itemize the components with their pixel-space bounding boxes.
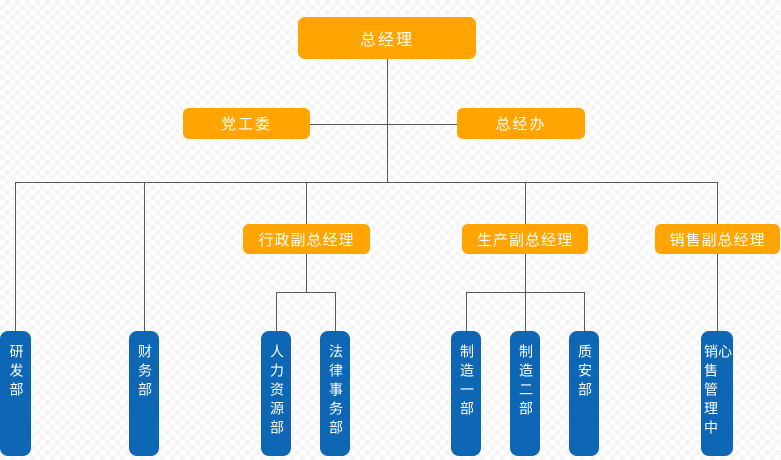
node-sales-vp-label: 销售副总经理 — [669, 230, 766, 249]
connector-drop-production-vp — [525, 182, 526, 224]
node-rd-dept[interactable]: 研发部 — [0, 331, 31, 456]
connector-drop-finance — [144, 182, 145, 331]
node-admin-vp-label: 行政副总经理 — [258, 230, 355, 249]
node-sales-vp[interactable]: 销售副总经理 — [655, 224, 780, 254]
connector-admin-vp-trunk — [306, 254, 307, 292]
node-finance-dept-label: 财务部 — [136, 344, 152, 401]
node-manufacturing-1-dept-label: 制造一部 — [458, 344, 474, 420]
node-hr-dept[interactable]: 人力资源部 — [261, 331, 291, 456]
node-manufacturing-2-dept[interactable]: 制造二部 — [510, 331, 540, 456]
node-rd-dept-label: 研发部 — [7, 344, 24, 401]
node-production-vp-label: 生产副总经理 — [476, 230, 573, 249]
connector-admin-horizontal — [276, 292, 336, 293]
node-manufacturing-1-dept[interactable]: 制造一部 — [451, 331, 481, 456]
node-quality-safety-dept-label: 质安部 — [576, 344, 592, 401]
node-general-manager-label: 总经理 — [359, 30, 414, 49]
connector-staff-horizontal — [310, 124, 457, 125]
node-manufacturing-2-dept-label: 制造二部 — [517, 344, 533, 420]
connector-drop-admin-vp — [306, 182, 307, 224]
node-party-committee-label: 党工委 — [220, 115, 272, 133]
node-party-committee[interactable]: 党工委 — [183, 108, 310, 139]
node-finance-dept[interactable]: 财务部 — [129, 331, 159, 456]
connector-drop-manufacturing-2 — [525, 292, 526, 331]
connector-drop-manufacturing-1 — [466, 292, 467, 331]
connector-drop-legal — [335, 292, 336, 331]
connector-production-vp-trunk — [525, 254, 526, 292]
connector-drop-hr — [276, 292, 277, 331]
node-sales-center[interactable]: 销售管理中心 — [701, 331, 733, 456]
connector-drop-sales-center — [717, 254, 718, 331]
connector-root-trunk — [387, 59, 388, 182]
node-legal-dept[interactable]: 法律事务部 — [320, 331, 350, 456]
node-admin-vp[interactable]: 行政副总经理 — [243, 224, 370, 254]
node-production-vp[interactable]: 生产副总经理 — [462, 224, 588, 254]
connector-distribution-horizontal — [15, 182, 718, 183]
node-hr-dept-label: 人力资源部 — [268, 344, 284, 439]
node-legal-dept-label: 法律事务部 — [327, 344, 343, 439]
node-sales-center-label: 销售管理中心 — [702, 344, 732, 439]
node-gm-office[interactable]: 总经办 — [457, 108, 585, 139]
connector-drop-sales-vp — [717, 182, 718, 224]
connector-drop-rd — [15, 182, 16, 331]
node-general-manager[interactable]: 总经理 — [298, 17, 476, 59]
connector-drop-quality-safety — [584, 292, 585, 331]
node-gm-office-label: 总经办 — [495, 115, 547, 133]
node-quality-safety-dept[interactable]: 质安部 — [569, 331, 599, 456]
